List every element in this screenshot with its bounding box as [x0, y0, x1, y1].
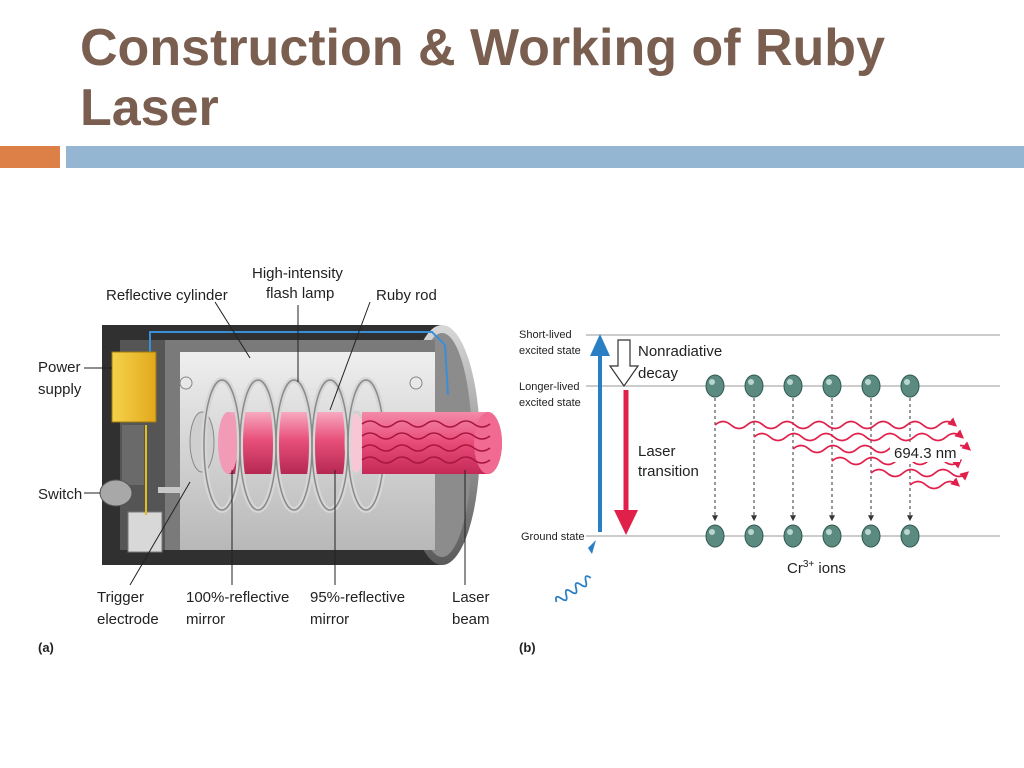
switch-knob: [99, 479, 133, 507]
ion-ground: [783, 524, 803, 548]
power-wire: [149, 331, 449, 396]
label-mirror95-2: mirror: [310, 611, 349, 628]
ion-upper: [822, 374, 842, 398]
title-line-1: Construction & Working of Ruby: [80, 19, 885, 77]
label-trigger-1: Trigger: [97, 589, 144, 606]
pump-photon: [555, 575, 592, 603]
emitted-photon-wave: [753, 429, 965, 442]
label-mirror95-1: 95%-reflective: [310, 589, 405, 606]
label-nonradiative-2: decay: [638, 365, 679, 382]
label-mirror100-1: 100%-reflective: [186, 589, 289, 606]
ion-ground: [900, 524, 920, 548]
label-trigger-2: electrode: [97, 611, 159, 628]
title-line-2: Laser: [80, 79, 219, 137]
label-longer-lived-2: excited state: [519, 397, 581, 409]
ion-upper: [900, 374, 920, 398]
label-reflective-cylinder: Reflective cylinder: [106, 287, 228, 304]
label-laser-beam-1: Laser: [452, 589, 490, 606]
label-flash-lamp-1: High-intensity: [252, 265, 343, 282]
ion-upper: [705, 374, 725, 398]
label-switch: Switch: [38, 486, 82, 503]
trigger-electrode: [127, 511, 163, 553]
ion-decay-arrows: [712, 398, 913, 522]
label-laser-beam-2: beam: [452, 611, 490, 628]
label-power-supply-1: Power: [38, 359, 81, 376]
ions-ground-level: [705, 524, 920, 548]
label-short-lived-2: excited state: [519, 345, 581, 357]
label-cr-ions: Cr3+ ions: [787, 559, 846, 577]
emitted-photon-wave: [714, 417, 958, 430]
ion-ground: [822, 524, 842, 548]
label-laser-transition-1: Laser: [638, 443, 676, 460]
ion-ground: [861, 524, 881, 548]
label-ground-state: Ground state: [521, 531, 585, 543]
ion-upper: [744, 374, 764, 398]
label-longer-lived-1: Longer-lived: [519, 381, 580, 393]
label-flash-lamp-2: flash lamp: [266, 285, 334, 302]
accent-bar-blue: [66, 146, 1024, 168]
ion-ground: [705, 524, 725, 548]
label-short-lived-1: Short-lived: [519, 329, 572, 341]
emitted-photons: [714, 417, 972, 490]
accent-bar-orange: [0, 146, 60, 168]
nonradiative-arrow: [608, 339, 640, 388]
label-nonradiative-1: Nonradiative: [638, 343, 722, 360]
figure-a-ruby-laser-construction: Reflective cylinder High-intensity flash…: [38, 265, 502, 655]
panel-label-b: (b): [519, 640, 536, 655]
label-power-supply-2: supply: [38, 381, 82, 398]
emitted-photon-wave: [909, 477, 961, 490]
panel-label-a: (a): [38, 640, 54, 655]
figure-b-energy-levels: Short-lived excited state Longer-lived e…: [519, 329, 1000, 655]
ion-upper: [783, 374, 803, 398]
label-wavelength: 694.3 nm: [894, 445, 957, 462]
power-supply-box: [111, 351, 157, 423]
slide-title: Construction & Working of Ruby Laser: [80, 18, 1000, 138]
ion-upper: [861, 374, 881, 398]
emitted-photon-wave: [870, 468, 970, 481]
label-ruby-rod: Ruby rod: [376, 287, 437, 304]
ruby-rod: [228, 412, 356, 474]
label-laser-transition-2: transition: [638, 463, 699, 480]
beam-waves: [361, 420, 491, 464]
ion-ground: [744, 524, 764, 548]
label-mirror100-2: mirror: [186, 611, 225, 628]
ions-upper-level: [705, 374, 920, 398]
